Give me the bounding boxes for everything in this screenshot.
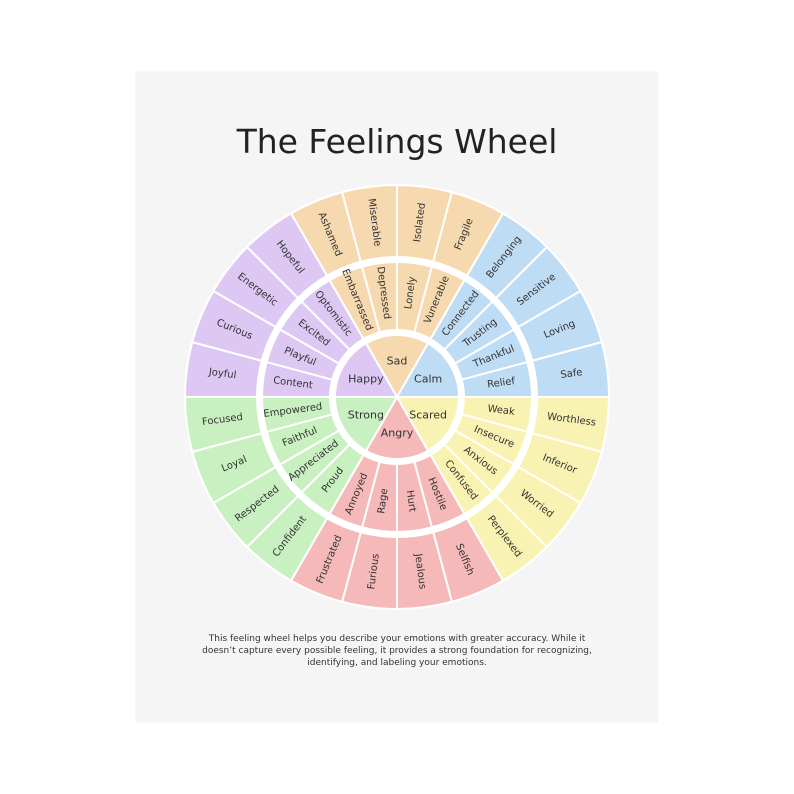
middle-feeling-label: Content <box>272 375 313 391</box>
page-title: The Feelings Wheel <box>236 122 558 161</box>
emotion-group-angry: HostileHurtRageAnnoyedSelfishJealousFuri… <box>289 394 505 611</box>
core-feeling-label: Scared <box>409 408 447 421</box>
middle-feeling-label: Hurt <box>404 490 418 513</box>
emotion-group-strong: ProudAppreciatedFaithfulEmpoweredConfide… <box>183 396 399 582</box>
outer-feeling-label: Jealous <box>412 552 428 590</box>
emotion-group-happy: ContentPlayfulExcitedOptomisticJoyfulCur… <box>183 212 399 398</box>
core-feeling-label: Angry <box>381 426 414 439</box>
core-segment <box>395 341 461 398</box>
core-feeling-label: Sad <box>387 355 408 368</box>
core-feeling-label: Calm <box>414 373 442 386</box>
core-segment <box>333 341 399 398</box>
middle-feeling-label: Rage <box>376 488 390 515</box>
middle-feeling-label: Lonely <box>403 276 418 310</box>
core-segment <box>364 394 430 460</box>
outer-feeling-label: Isolated <box>412 202 428 243</box>
outer-feeling-label: Furious <box>366 553 382 590</box>
emotion-group-calm: ConnectedTrustingThankfulReliefBelonging… <box>395 212 611 398</box>
outer-feeling-label: Focused <box>201 412 243 428</box>
core-segment <box>395 396 461 453</box>
core-segment <box>333 396 399 453</box>
outer-feeling-label: Safe <box>560 367 583 381</box>
description-text: This feeling wheel helps you describe yo… <box>202 634 592 668</box>
outer-feeling-label: Joyful <box>207 367 237 382</box>
middle-feeling-label: Weak <box>487 403 516 418</box>
outer-segment <box>245 212 329 300</box>
core-feeling-label: Happy <box>348 373 384 386</box>
core-segment <box>364 334 430 400</box>
core-feeling-label: Strong <box>348 408 384 421</box>
middle-segment <box>300 278 365 352</box>
middle-feeling-label: Relief <box>487 376 517 391</box>
